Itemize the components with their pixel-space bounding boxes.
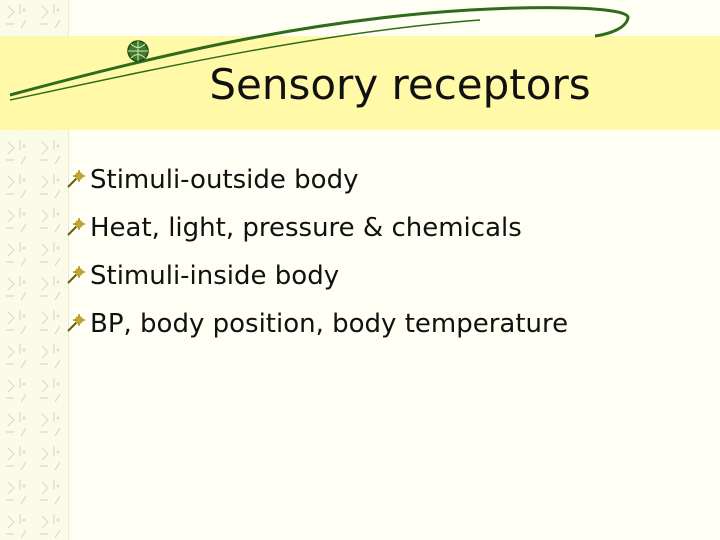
bullet-item: Stimuli-inside body <box>64 258 568 306</box>
globe-icon <box>127 40 149 62</box>
bullet-item: Stimuli-outside body <box>64 162 568 210</box>
title-band <box>0 36 720 130</box>
bullet-text: Stimuli-outside body <box>90 165 359 195</box>
flower-bullet-icon <box>67 266 85 284</box>
bullet-text: Heat, light, pressure & chemicals <box>90 213 522 243</box>
slide-title: Sensory receptors <box>209 60 591 109</box>
bullet-item: BP, body position, body temperature <box>64 306 568 354</box>
flower-bullet-icon <box>67 170 85 188</box>
flower-bullet-icon <box>67 314 85 332</box>
bullet-text: BP, body position, body temperature <box>90 309 569 339</box>
flower-bullet-icon <box>67 218 85 236</box>
bullet-item: Heat, light, pressure & chemicals <box>64 210 568 258</box>
bullet-text: Stimuli-inside body <box>90 261 340 291</box>
bullet-list: Stimuli-outside body Heat, light, pressu… <box>64 162 568 354</box>
swoosh-icon <box>9 6 630 101</box>
